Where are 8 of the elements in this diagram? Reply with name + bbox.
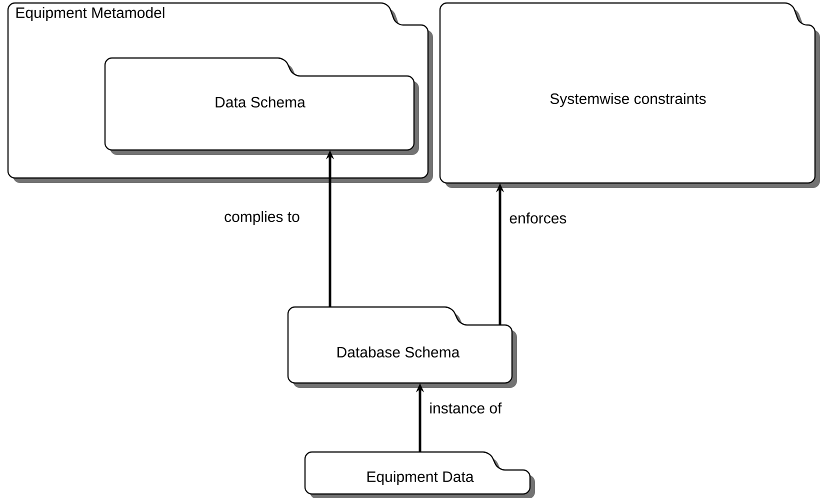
folder-box: Database Schema <box>287 306 517 388</box>
folder-box: Data Schema <box>104 57 419 155</box>
folder-box: Systemwise constraints <box>439 2 820 188</box>
edge-label: enforces <box>508 212 568 224</box>
folder-box: Equipment Data <box>304 451 535 498</box>
node-label: Equipment Data <box>367 470 474 485</box>
edge-label: instance of <box>428 401 503 414</box>
edge-label: complies to <box>223 210 301 226</box>
